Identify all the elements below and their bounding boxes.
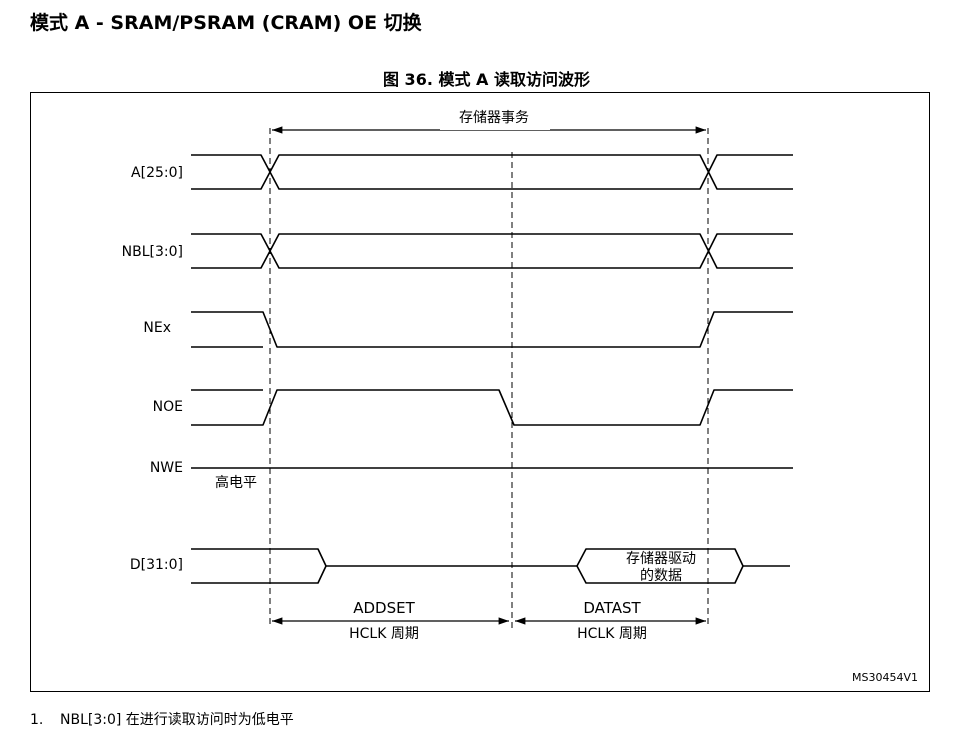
data-driven-label-line2: 的数据 xyxy=(640,568,682,584)
section-heading: 模式 A - SRAM/PSRAM (CRAM) OE 切换 xyxy=(30,12,422,34)
footnote: 1. NBL[3:0] 在进行读取访问时为低电平 xyxy=(30,709,294,729)
signal-label-address: A[25:0] xyxy=(131,165,183,181)
figure-frame xyxy=(30,92,930,692)
address-bus-waveform xyxy=(191,154,793,190)
footnote-text: NBL[3:0] 在进行读取访问时为低电平 xyxy=(60,712,294,728)
data-bus-waveform xyxy=(191,548,790,584)
datast-label: DATAST xyxy=(583,599,641,617)
footnote-number: 1. xyxy=(30,712,44,728)
signal-label-data: D[31:0] xyxy=(130,557,183,573)
signal-label-noe: NOE xyxy=(153,399,183,415)
nex-waveform xyxy=(191,311,793,348)
nwe-level-label: 高电平 xyxy=(215,474,257,491)
datast-unit-label: HCLK 周期 xyxy=(577,626,647,642)
signal-label-nbl: NBL[3:0] xyxy=(122,244,183,260)
figure-title: 图 36. 模式 A 读取访问波形 xyxy=(382,70,590,89)
noe-waveform xyxy=(191,389,793,426)
nbl-bus-waveform xyxy=(191,233,793,269)
transaction-label: 存储器事务 xyxy=(459,110,529,126)
addset-unit-label: HCLK 周期 xyxy=(349,626,419,642)
reference-dashed-lines xyxy=(269,128,709,628)
signal-label-nex: NEx xyxy=(143,320,171,336)
figure-id: MS30454V1 xyxy=(852,671,918,684)
addset-label: ADDSET xyxy=(353,599,415,617)
signal-label-nwe: NWE xyxy=(150,460,183,476)
data-driven-label-line1: 存储器驱动 xyxy=(626,551,696,567)
